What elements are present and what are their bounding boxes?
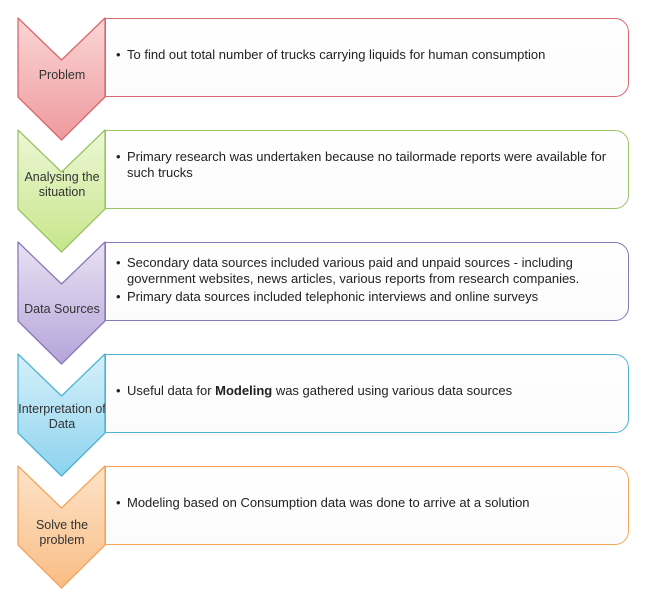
stage-content-box: Primary research was undertaken because … bbox=[105, 130, 629, 209]
bullet-text: Primary research was undertaken because … bbox=[127, 149, 607, 180]
stage-content-box: Modeling based on Consumption data was d… bbox=[105, 466, 629, 545]
bullet-list: Useful data for Modeling was gathered us… bbox=[116, 383, 618, 399]
chevron-shape bbox=[17, 353, 106, 477]
stage-label: Analysing the situation bbox=[24, 170, 100, 199]
stage-3: Data Sources Secondary data sources inclu… bbox=[0, 241, 659, 366]
stage-content-box: Secondary data sources included various … bbox=[105, 242, 629, 321]
bullet-text: Useful data for bbox=[127, 383, 216, 398]
chevron-arrow-icon bbox=[17, 129, 106, 253]
stage-content-box: To find out total number of trucks carry… bbox=[105, 18, 629, 97]
chevron-shape bbox=[17, 129, 106, 253]
bullet-list: To find out total number of trucks carry… bbox=[116, 47, 618, 63]
stage-1: Problem To find out total number of truck… bbox=[0, 17, 659, 142]
bullet-text: Secondary data sources included various … bbox=[127, 255, 580, 286]
stage-label: Problem bbox=[38, 68, 86, 82]
bullet-text: To find out total number of trucks carry… bbox=[127, 47, 546, 62]
bullet-text: Primary data sources included telephonic… bbox=[127, 289, 539, 304]
chevron-shape bbox=[17, 465, 106, 589]
bullet-item: Primary research was undertaken because … bbox=[116, 149, 618, 180]
bullet-text-tail: was gathered using various data sources bbox=[272, 383, 513, 398]
bullet-item: Modeling based on Consumption data was d… bbox=[116, 495, 618, 511]
chevron-arrow-icon bbox=[17, 465, 106, 589]
bullet-bold-text: Modeling bbox=[215, 383, 273, 398]
bullet-text: Modeling based on Consumption data was d… bbox=[127, 495, 530, 510]
chevron-shape bbox=[17, 17, 106, 141]
stage-label: Solve the problem bbox=[35, 518, 89, 547]
bullet-item: To find out total number of trucks carry… bbox=[116, 47, 618, 63]
stage-5: Solve the problem Modeling based on Consu… bbox=[0, 465, 659, 590]
bullet-item: Primary data sources included telephonic… bbox=[116, 289, 618, 305]
chevron-arrow-icon bbox=[17, 353, 106, 477]
bullet-list: Modeling based on Consumption data was d… bbox=[116, 495, 618, 511]
stage-label: Data Sources bbox=[24, 302, 100, 316]
stage-label: Interpretation of Data bbox=[18, 402, 106, 431]
bullet-list: Primary research was undertaken because … bbox=[116, 149, 618, 180]
chevron-shape bbox=[17, 241, 106, 365]
bullet-list: Secondary data sources included various … bbox=[116, 255, 618, 305]
stage-2: Analysing the situation Primary research … bbox=[0, 129, 659, 254]
chevron-arrow-icon bbox=[17, 17, 106, 141]
stage-content-box: Useful data for Modeling was gathered us… bbox=[105, 354, 629, 433]
stage-4: Interpretation of Data Useful data for Mo… bbox=[0, 353, 659, 478]
bullet-item: Secondary data sources included various … bbox=[116, 255, 618, 286]
bullet-item: Useful data for Modeling was gathered us… bbox=[116, 383, 618, 399]
chevron-arrow-icon bbox=[17, 241, 106, 365]
